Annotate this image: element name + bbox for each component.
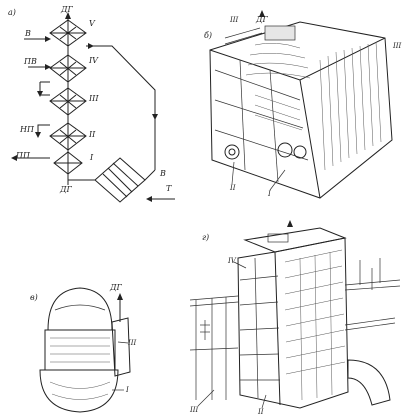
- stage-iii-symbol: [49, 87, 87, 116]
- stage-iv-symbol: [49, 54, 87, 83]
- unit-side-duct: [111, 317, 131, 377]
- stage-ii-label: II: [88, 130, 96, 139]
- inlet-np-line: [37, 124, 50, 135]
- panel-v-top-label: ДГ: [109, 283, 123, 292]
- panel-g-letter: г): [202, 233, 209, 242]
- panel-b-letter: б): [204, 31, 212, 40]
- panel-b-mark-ii: II: [229, 184, 236, 192]
- right-mark-t: Т: [166, 184, 172, 193]
- tube-bundle-center: [245, 42, 311, 131]
- tube-bundle-right: [319, 41, 382, 171]
- inlet-pv-label: ПВ: [23, 57, 37, 66]
- building-front-grid: [239, 257, 280, 399]
- unit-body: [44, 329, 116, 371]
- burner-port-center: [277, 142, 293, 158]
- heat-exchanger-i-symbol: [94, 157, 146, 203]
- panel-g-top-arrow-icon: [287, 220, 293, 227]
- outlet-pp-arrow-icon: [11, 155, 17, 161]
- panel-b-outlet-arrow-icon: [259, 10, 265, 17]
- building-side-tubes: [284, 249, 346, 401]
- heat-exchanger-label: I: [89, 153, 94, 162]
- inlet-np-arrow-icon: [35, 132, 41, 138]
- inlet-t-arrow-icon: [146, 196, 152, 202]
- inlet-pv-arrow-icon: [45, 64, 51, 70]
- right-loop-line: [86, 45, 156, 170]
- panel-g-mark-iii: III: [189, 406, 199, 414]
- left-scaffold: [189, 295, 239, 400]
- burner-port-left: [224, 144, 240, 160]
- panel-b-right-mark: III: [392, 42, 402, 50]
- unit-body-hatch: [50, 337, 110, 363]
- bottom-right-pipe: [347, 359, 391, 406]
- gas-outlet-arrow-icon: [65, 12, 71, 19]
- panel-g-mark-ii: II: [257, 408, 264, 416]
- panel-v-letter: в): [30, 293, 38, 302]
- inlet-np-label: НП: [19, 125, 35, 134]
- right-loop-arrow-icon: [152, 114, 158, 120]
- unit-lower-bowl: [39, 369, 119, 413]
- burner-port-right: [293, 145, 307, 159]
- panel-a-letter: а): [8, 8, 16, 17]
- stage-v-symbol: [49, 19, 87, 47]
- boiler-housing: [209, 21, 393, 199]
- boiler-front-wall: [214, 59, 309, 183]
- inlet-b-label: В: [24, 29, 31, 38]
- panel-g-mark-iv: IV: [227, 257, 237, 265]
- panel-a-top-label: ДГ: [60, 5, 74, 14]
- panel-a-bottom-label: ДГ: [59, 185, 73, 194]
- right-mark-b: В: [159, 169, 166, 178]
- stage-v-label: V: [89, 19, 96, 28]
- right-platform: [344, 258, 401, 331]
- stage-iv-label: IV: [88, 56, 99, 65]
- panel-v-outlet-arrow-icon: [117, 293, 123, 300]
- loop-start-arrow-icon: [88, 43, 94, 49]
- unit-dome: [47, 287, 113, 331]
- building-main-block: [237, 237, 349, 409]
- panel-b-mark-i: I: [267, 190, 271, 198]
- panel-b-top-label: ДГ: [255, 15, 269, 24]
- panel-g-installation-view: г): [189, 220, 401, 416]
- stage-ii-symbol: [49, 122, 87, 151]
- inlet-pp-label: ПП: [15, 151, 31, 160]
- bypass-arrow-icon: [37, 91, 43, 97]
- panel-v-domed-unit: в) ДГ III I: [30, 283, 137, 413]
- panel-v-mark-iii: III: [127, 339, 137, 347]
- inlet-b-arrow-icon: [45, 36, 51, 42]
- stage-iii-label: III: [88, 94, 99, 103]
- boiler-top-frame: [224, 25, 296, 45]
- panel-a-flow-scheme: а) ДГ V IV III: [8, 5, 175, 203]
- panel-b-top-left-mark: III: [229, 16, 239, 24]
- panel-v-mark-i: I: [125, 386, 129, 394]
- panel-b-boiler-cutaway: б) ДГ III III: [204, 10, 402, 199]
